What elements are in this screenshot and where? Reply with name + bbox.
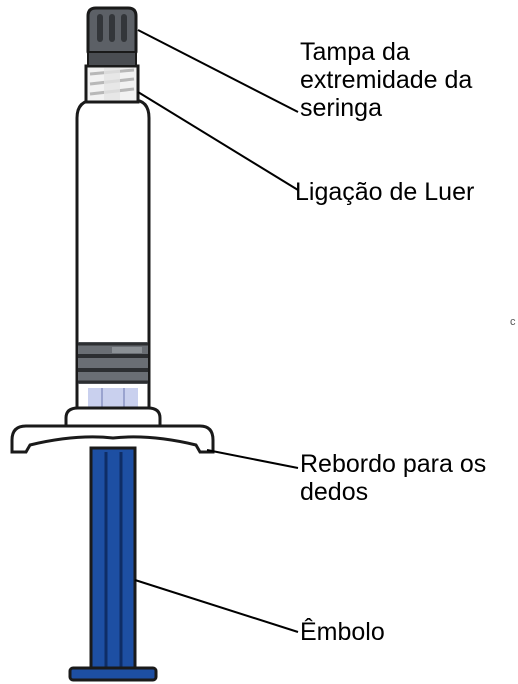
- luer-tip: [104, 68, 120, 100]
- cap-rib-2: [109, 14, 115, 42]
- label-finger-flange: Rebordo para os dedos: [300, 450, 487, 506]
- syringe-tip-cap: [86, 6, 138, 67]
- leader-plunger: [134, 579, 299, 633]
- leader-lines: [134, 29, 299, 633]
- leader-cap: [137, 29, 299, 113]
- luer-lock: [84, 64, 140, 104]
- cap-collar: [87, 51, 137, 67]
- stray-mark: c: [510, 316, 516, 328]
- flange-collar: [64, 406, 162, 430]
- plunger-rod: [68, 446, 158, 682]
- cap-rib-3: [121, 14, 127, 42]
- finger-flange: [10, 406, 215, 454]
- label-syringe-tip-cap: Tampa da extremidade da seringa: [300, 38, 473, 122]
- plunger-shaft: [89, 446, 137, 674]
- barrel: [75, 98, 151, 414]
- ring-highlight: [112, 347, 142, 353]
- leader-luer: [137, 91, 299, 191]
- label-luer-connection: Ligação de Luer: [295, 178, 475, 206]
- plunger-thumb-pad: [68, 666, 158, 682]
- label-plunger: Êmbolo: [300, 618, 385, 646]
- plunger-stopper: [88, 388, 138, 408]
- leader-flange: [206, 449, 299, 469]
- flange-wings: [10, 424, 215, 454]
- cap-rib-1: [97, 14, 103, 42]
